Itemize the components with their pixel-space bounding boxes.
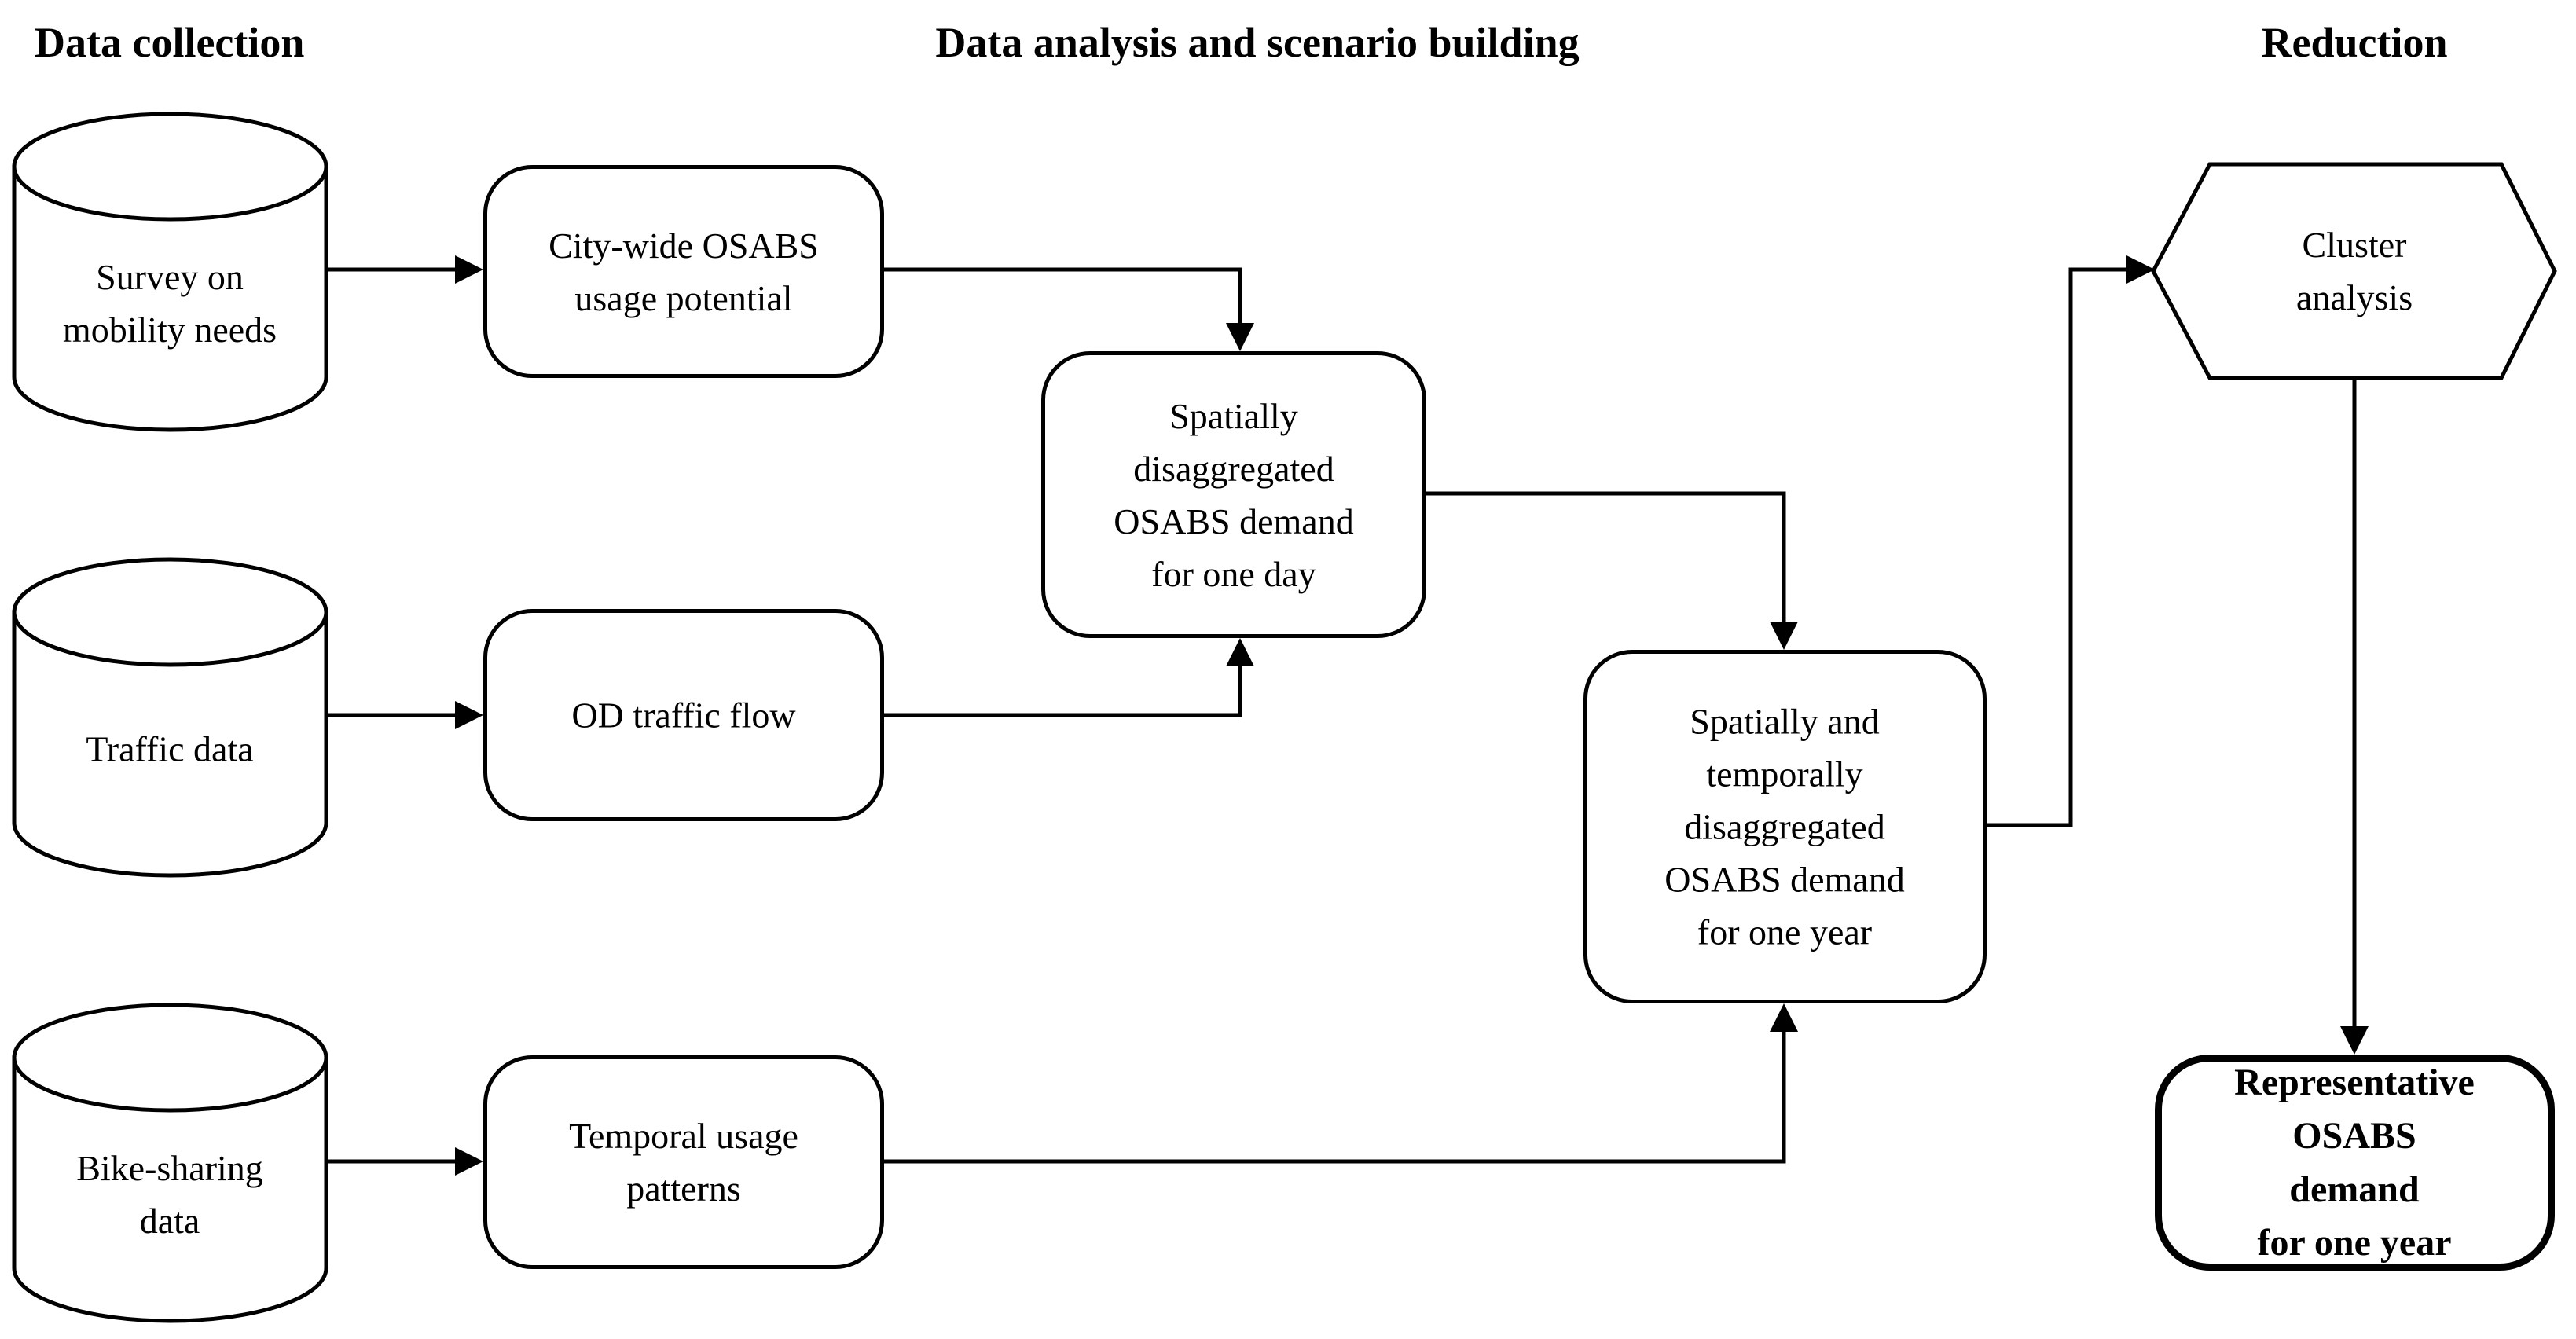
edge-traffic-to-od [326, 701, 483, 729]
label-spatial-day: Spatially disaggregated OSABS demand for… [1114, 396, 1354, 594]
node-temporal-usage-patterns [483, 1055, 884, 1269]
edge-spatial-day-to-year [1426, 491, 1798, 650]
label-temporal: Temporal usage patterns [569, 1116, 798, 1209]
label-traffic: Traffic data [86, 728, 254, 769]
node-od-traffic-flow [483, 609, 884, 821]
cylinder-survey [12, 112, 328, 432]
label-representative: Representative OSABS demand for one year [2234, 1062, 2475, 1264]
label-od: OD traffic flow [571, 695, 796, 736]
label-cluster: Cluster analysis [2295, 225, 2413, 317]
node-spatially-disaggregated-demand-day [1041, 351, 1426, 638]
cylinder-traffic [12, 557, 328, 878]
edge-bike-to-temporal [326, 1147, 483, 1176]
edge-year-to-cluster [1987, 255, 2155, 827]
label-survey: Survey on mobility needs [62, 257, 277, 350]
label-bike: Bike-sharing data [76, 1148, 263, 1241]
label-citywide: City-wide OSABS usage potential [549, 226, 819, 318]
header-data-collection: Data collection [35, 19, 305, 66]
hexagon-cluster [2151, 162, 2557, 380]
edge-survey-to-citywide [326, 255, 483, 284]
cylinder-bike [12, 1003, 328, 1323]
header-data-analysis: Data analysis and scenario building [935, 19, 1580, 66]
header-reduction: Reduction [2261, 19, 2448, 66]
node-spatiotemporal-demand-year [1583, 650, 1987, 1003]
edge-cluster-to-representative [2340, 378, 2369, 1055]
edge-citywide-to-spatial-day [884, 267, 1254, 351]
node-citywide-osabs-usage-potential [483, 165, 884, 378]
node-representative-osabs-demand [2155, 1055, 2555, 1271]
edge-temporal-to-year [884, 1003, 1798, 1164]
label-spatiotemporal-year: Spatially and temporally disaggregated O… [1664, 701, 1905, 952]
edge-od-to-spatial-day [884, 638, 1254, 717]
